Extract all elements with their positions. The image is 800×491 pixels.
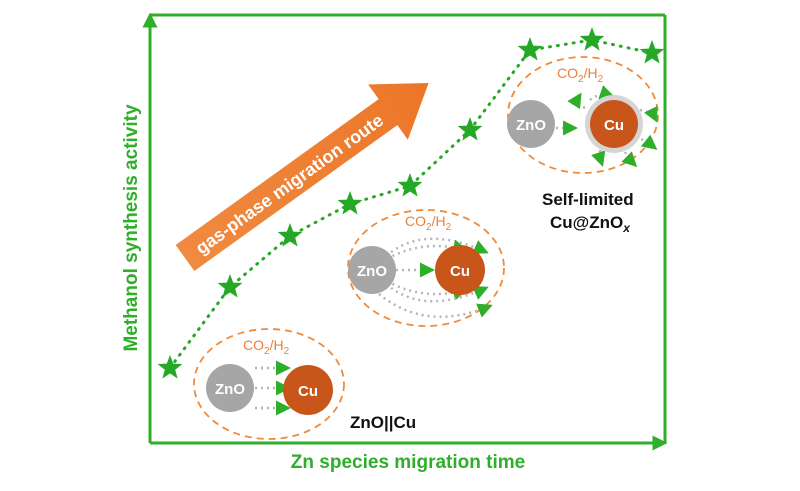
stage-caption-line1: Self-limited [542, 190, 634, 209]
star-icon [457, 117, 483, 141]
axes-frame [142, 12, 668, 451]
migration-path [591, 149, 606, 167]
migration-path [635, 134, 658, 150]
stage-intermediate: CO2/H2 ZnO Cu [347, 209, 505, 327]
migration-path [381, 239, 468, 264]
reactant-label: CO2/H2 [557, 65, 604, 85]
stage-caption: ZnO||Cu [350, 413, 416, 432]
stage-caption-line2: Cu@ZnOx [550, 213, 631, 235]
zno-label: ZnO [215, 381, 245, 398]
zno-label: ZnO [516, 117, 546, 134]
stage-self-limited: CO2/H2 ZnO Cu Self-limited Cu@ZnOx [507, 56, 659, 235]
migration-arrow: gas-phase migration route [175, 82, 429, 271]
y-axis-title: Methanol synthesis activity [121, 104, 142, 352]
migration-path [381, 276, 468, 301]
caption-main: Cu@ZnO [550, 213, 623, 232]
zno-particle [348, 246, 396, 294]
star-icon [639, 40, 665, 64]
migration-path [567, 92, 586, 110]
x-axis-title: Zn species migration time [290, 452, 526, 473]
reactant-label: CO2/H2 [405, 213, 452, 233]
migration-path [381, 279, 489, 303]
reactant-label: CO2/H2 [243, 337, 290, 357]
migration-path [381, 237, 489, 261]
cu-particle [283, 365, 333, 415]
star-icon [277, 223, 303, 247]
cu-particle [435, 245, 485, 295]
cu-label: Cu [450, 263, 470, 280]
cu-particle [590, 100, 638, 148]
zno-particle [206, 364, 254, 412]
migration-path [639, 105, 658, 123]
stage-zno-cu-separated: CO2/H2 ZnO Cu ZnO||Cu [193, 328, 416, 440]
cu-label: Cu [298, 383, 318, 400]
dashed-boundary [193, 328, 345, 440]
dashed-boundary [347, 209, 505, 327]
cu-label: Cu [604, 117, 624, 134]
star-markers [157, 27, 665, 379]
caption-subscript: x [622, 221, 631, 235]
dashed-boundary [507, 56, 659, 174]
zno-particle [507, 100, 555, 148]
star-icon [157, 355, 183, 379]
star-icon [337, 191, 363, 215]
star-icon [217, 274, 243, 298]
star-icon [517, 37, 543, 61]
migration-path [621, 151, 638, 168]
zno-label: ZnO [357, 263, 387, 280]
star-icon [579, 27, 605, 51]
trend-dotted-line [168, 38, 654, 370]
star-icon [397, 173, 423, 197]
